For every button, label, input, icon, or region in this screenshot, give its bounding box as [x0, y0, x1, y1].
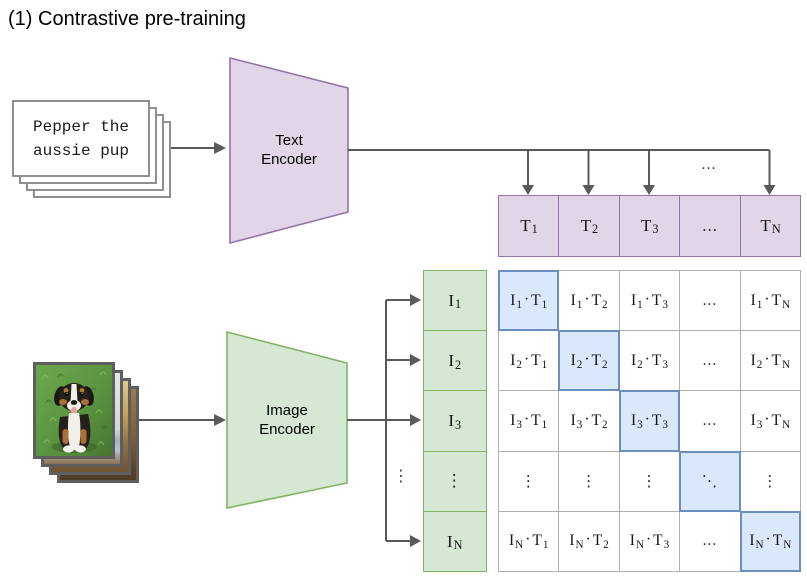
- i-col-ellipsis: ⋮: [393, 468, 409, 485]
- t-box-ellipsis: ...: [679, 195, 742, 257]
- matrix-cell-ellipsis: ⋮: [618, 450, 681, 512]
- text-card-front: [12, 100, 150, 177]
- puppy-photo: [33, 362, 115, 459]
- text-input-arrow: [168, 142, 226, 154]
- matrix-cell-ellipsis: ...: [679, 510, 741, 572]
- matrix-cell-ellipsis: ⋮: [498, 450, 560, 512]
- text-encoder-label: Text Encoder: [261, 132, 317, 168]
- text-input-caption: Pepper the aussie pup: [32, 117, 129, 160]
- matrix-cell-ellipsis: ⋱: [679, 450, 741, 512]
- image-encoder-label: Image Encoder: [259, 402, 315, 438]
- matrix-cell-ellipsis: ⋮: [739, 450, 801, 512]
- figure-title: (1) Contrastive pre-training: [8, 8, 246, 30]
- matrix-cell-ellipsis: ...: [679, 330, 741, 392]
- image-input-arrow: [138, 414, 226, 426]
- text-encoder-output-arrows: [348, 149, 776, 195]
- matrix-cell-ellipsis: ⋮: [558, 450, 620, 512]
- i-box-ellipsis: ⋮: [423, 450, 487, 513]
- image-encoder-shape: [226, 330, 348, 509]
- puppy-illustration: [36, 365, 112, 456]
- text-encoder-shape: [229, 56, 349, 245]
- matrix-cell-ellipsis: ...: [679, 390, 741, 452]
- t-row-ellipsis: ...: [701, 156, 717, 173]
- matrix-cell-ellipsis: ...: [679, 270, 741, 332]
- image-encoder-output-arrows: [347, 294, 421, 547]
